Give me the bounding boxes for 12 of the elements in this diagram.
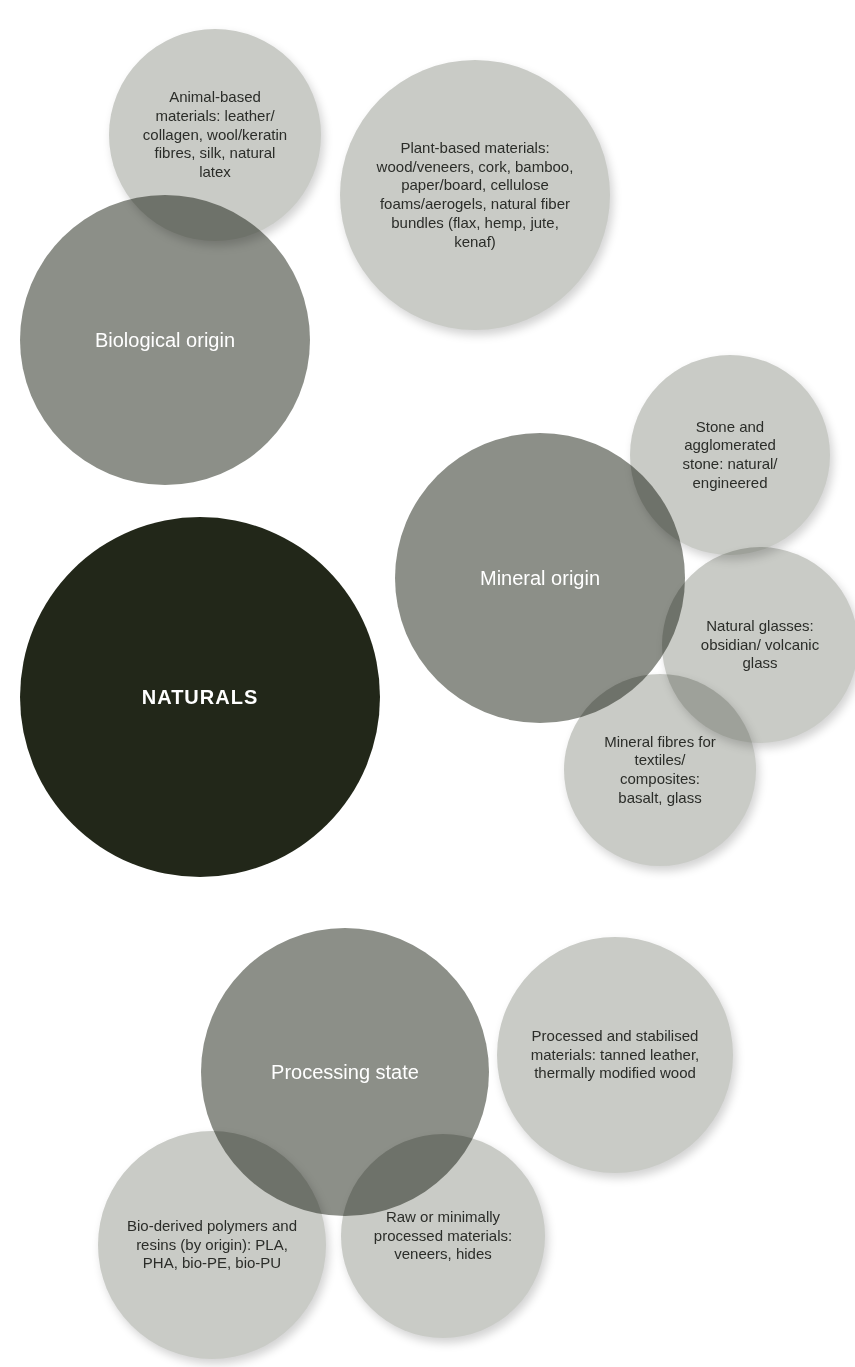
circle-label: Natural glasses: obsidian/ volcanic glass <box>699 616 821 674</box>
circle-label: Biological origin <box>93 328 237 352</box>
circle-label: Processed and stabilised materials: tanned leather, thermally modified wood <box>529 1026 701 1084</box>
circle-label: Processing state <box>270 1060 420 1084</box>
circle-label: Stone and agglomerated stone: natural/ engineered <box>681 417 779 493</box>
circle-label: Mineral origin <box>478 566 602 590</box>
circle-label: Plant-based materials: wood/veneers, cork, bamboo, paper/board, cellulose foams/aerogels, natural fiber bundles (flax, hemp, jute, kenaf) <box>375 138 575 252</box>
circle-label: Bio-derived polymers and resins (by origin): PLA, PHA, bio-PE, bio-PU <box>125 1216 299 1274</box>
circle-label: Mineral fibres for textiles/ composites: basalt, glass <box>603 732 717 808</box>
circle-label: NATURALS <box>140 685 260 709</box>
circle-label: Animal-based materials: leather/ collagen, wool/keratin fibres, silk, natural latex <box>141 88 289 182</box>
circle-label: Raw or minimally processed materials: veneers, hides <box>372 1207 514 1265</box>
